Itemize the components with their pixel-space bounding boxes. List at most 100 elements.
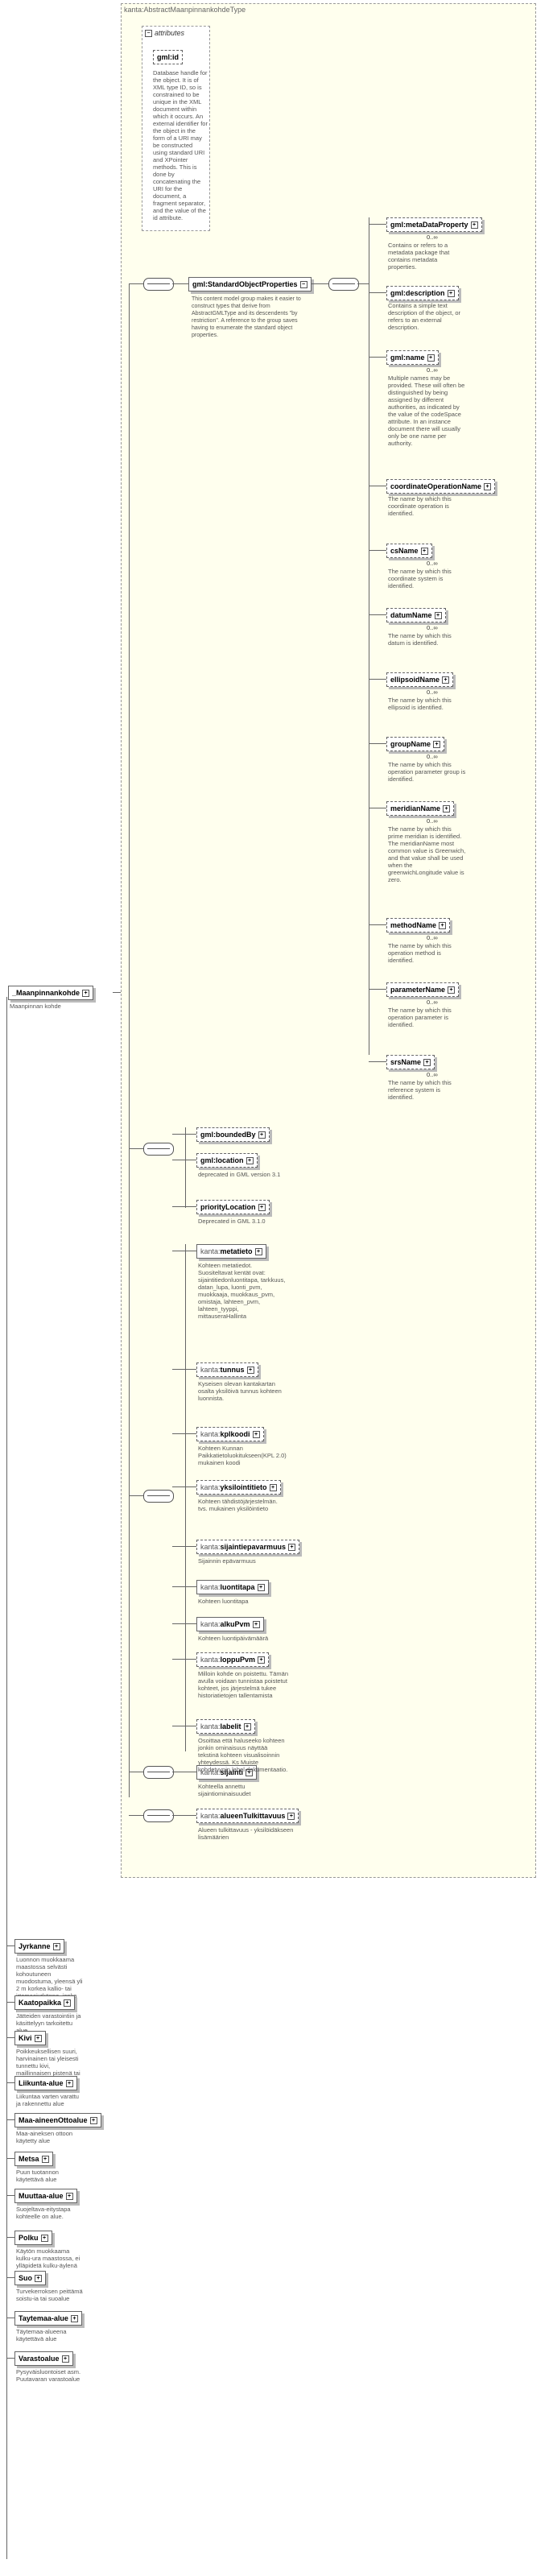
kanta-element-labelit[interactable]: kanta:labelit+ [196, 1719, 255, 1735]
connector [6, 2082, 14, 2083]
expand-icon[interactable]: − [299, 281, 307, 289]
expand-icon[interactable]: + [448, 986, 456, 994]
bounded-element-2[interactable]: priorityLocation+ [196, 1200, 270, 1215]
subtype-kaatopaikka[interactable]: Kaatopaikka+ [14, 1995, 76, 2011]
expand-icon[interactable]: + [258, 1656, 266, 1664]
std-element-6[interactable]: ellipsoidName+ [386, 672, 454, 688]
expand-icon[interactable]: + [61, 2355, 69, 2363]
sijainti-element[interactable]: kanta:sijainti+ [196, 1765, 258, 1780]
expand-icon[interactable]: + [470, 221, 478, 229]
std-element-4[interactable]: csName+ [386, 544, 432, 559]
expand-icon[interactable]: + [52, 1943, 60, 1951]
connector [369, 989, 386, 990]
expand-icon[interactable]: + [420, 548, 428, 556]
kanta-element-tunnus[interactable]: kanta:tunnus+ [196, 1362, 258, 1378]
subtype-kivi[interactable]: Kivi+ [14, 2031, 46, 2046]
sijainti-desc: Kohteella annettu sijaintiominaisuudet [198, 1783, 251, 1797]
subtype-metsa[interactable]: Metsa+ [14, 2152, 53, 2167]
expand-icon[interactable]: + [434, 612, 442, 620]
expand-icon[interactable]: + [287, 1813, 295, 1821]
expand-icon[interactable]: + [41, 2156, 49, 2164]
expand-icon[interactable]: + [443, 805, 451, 813]
expand-icon[interactable]: + [254, 1248, 262, 1256]
std-element-3[interactable]: coordinateOperationName+ [386, 479, 496, 494]
kanta-element-desc: Kohteen metatiedot. Suositeltavat kentät… [198, 1262, 286, 1320]
subtype-jyrkanne[interactable]: Jyrkanne+ [14, 1939, 64, 1954]
cardinality: 0..∞ [427, 817, 438, 825]
std-element-1[interactable]: gml:description+ [386, 286, 459, 301]
expand-icon[interactable]: + [82, 990, 90, 998]
attributes-header[interactable]: −attributes [145, 29, 184, 38]
bounded-desc: deprecated in GML version 3.1 [198, 1171, 281, 1178]
connector [369, 1061, 386, 1062]
expand-icon[interactable]: + [40, 2235, 48, 2243]
gmlid-attribute[interactable]: gml:id [153, 50, 183, 64]
expand-icon[interactable]: + [439, 922, 447, 930]
expand-icon[interactable]: + [70, 2315, 78, 2323]
kanta-element-desc: Kohteen luontipäivämäärä [198, 1635, 269, 1642]
expand-icon[interactable]: + [447, 290, 455, 298]
std-element-2[interactable]: gml:name+ [386, 350, 439, 366]
expand-icon[interactable]: + [64, 1999, 72, 2007]
collapse-icon[interactable]: − [145, 30, 152, 38]
expand-icon[interactable]: + [89, 2117, 97, 2125]
connector [6, 2195, 14, 2196]
expand-icon[interactable]: + [252, 1621, 260, 1629]
expand-icon[interactable]: + [423, 1059, 431, 1067]
subtype-desc: Turvekerroksen peittämä soistu-ia tai su… [16, 2288, 83, 2302]
kanta-element-yksilointitieto[interactable]: kanta:yksilointitieto+ [196, 1480, 281, 1495]
sequence-compositor-sijainti [143, 1766, 174, 1779]
kanta-element-alkuPvm[interactable]: kanta:alkuPvm+ [196, 1617, 264, 1632]
expand-icon[interactable]: + [246, 1367, 254, 1375]
subtype-maa-aineenottoalue[interactable]: Maa-aineenOttoalue+ [14, 2113, 101, 2128]
type-container [121, 3, 536, 1878]
std-element-5[interactable]: datumName+ [386, 608, 446, 623]
kanta-element-kplkoodi[interactable]: kanta:kplkoodi+ [196, 1427, 264, 1442]
kanta-element-luontitapa[interactable]: kanta:luontitapa+ [196, 1580, 269, 1595]
subtype-varastoalue[interactable]: Varastoalue+ [14, 2351, 73, 2367]
std-element-0[interactable]: gml:metaDataProperty+ [386, 217, 482, 233]
expand-icon[interactable]: + [433, 741, 441, 749]
expand-icon[interactable]: + [65, 2080, 73, 2088]
kanta-element-desc: Kohteen tähdistöjärjestelmän. tvs. mukai… [198, 1498, 278, 1512]
expand-icon[interactable]: + [34, 2035, 42, 2043]
kanta-element-metatieto[interactable]: kanta:metatieto+ [196, 1244, 266, 1259]
std-element-11[interactable]: srsName+ [386, 1055, 435, 1070]
expand-icon[interactable]: + [269, 1484, 277, 1492]
expand-icon[interactable]: + [258, 1204, 266, 1212]
expand-icon[interactable]: + [252, 1431, 260, 1439]
expand-icon[interactable]: + [246, 1157, 254, 1165]
connector [172, 1134, 196, 1135]
kanta-element-sijaintiepavarmuus[interactable]: kanta:sijaintiepavarmuus+ [196, 1540, 300, 1555]
subtype-muuttaa-alue[interactable]: Muuttaa-alue+ [14, 2189, 77, 2204]
cardinality: 0..∞ [427, 624, 438, 631]
connector [172, 1206, 196, 1207]
expand-icon[interactable]: + [442, 676, 450, 684]
expand-icon[interactable]: + [288, 1544, 296, 1552]
cardinality: 0..∞ [427, 934, 438, 941]
expand-icon[interactable]: + [258, 1131, 266, 1139]
expand-icon[interactable]: + [35, 2275, 42, 2283]
subtype-taytemaa-alue[interactable]: Taytemaa-alue+ [14, 2311, 82, 2326]
expand-icon[interactable]: + [427, 354, 435, 362]
std-element-9[interactable]: methodName+ [386, 918, 451, 933]
subtype-liikunta-alue[interactable]: Liikunta-alue+ [14, 2076, 77, 2091]
bounded-element-0[interactable]: gml:boundedBy+ [196, 1127, 270, 1143]
subtype-suo[interactable]: Suo+ [14, 2271, 46, 2286]
standard-object-properties-group[interactable]: gml:StandardObjectProperties− [188, 277, 312, 292]
std-element-10[interactable]: parameterName+ [386, 982, 460, 998]
expand-icon[interactable]: + [484, 483, 492, 491]
std-element-7[interactable]: groupName+ [386, 737, 445, 752]
alueentulkittavuus-element[interactable]: kanta:alueenTulkittavuus+ [196, 1809, 299, 1824]
expand-icon[interactable]: + [243, 1723, 251, 1731]
expand-icon[interactable]: + [257, 1584, 265, 1592]
subtype-polku[interactable]: Polku+ [14, 2231, 52, 2246]
root-element[interactable]: _Maanpinnankohde+ [8, 986, 94, 1001]
connector [6, 2237, 14, 2238]
bounded-element-1[interactable]: gml:location+ [196, 1153, 258, 1168]
cardinality: 0..∞ [427, 234, 438, 241]
expand-icon[interactable]: + [246, 1769, 254, 1777]
expand-icon[interactable]: + [65, 2193, 73, 2201]
kanta-element-loppuPvm[interactable]: kanta:loppuPvm+ [196, 1652, 270, 1668]
std-element-8[interactable]: meridianName+ [386, 801, 455, 817]
